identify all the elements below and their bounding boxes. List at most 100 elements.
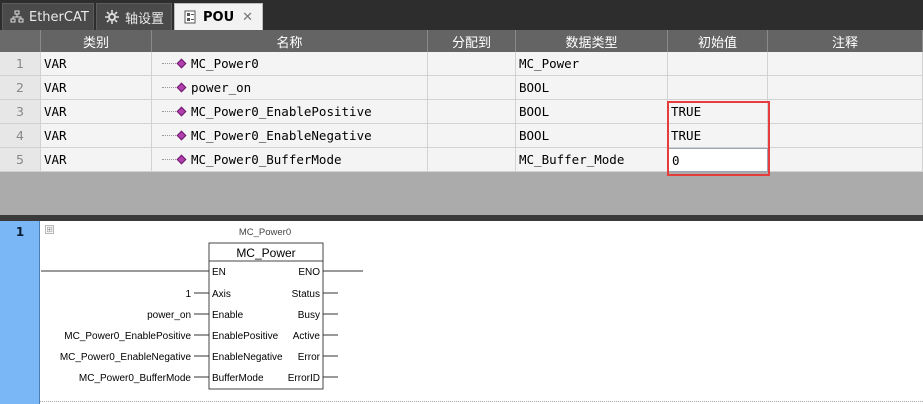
- network-icon: [10, 9, 24, 25]
- tab-label: EtherCAT: [29, 9, 89, 25]
- input-pin-enable: Enable: [212, 310, 244, 321]
- comment-cell[interactable]: [768, 100, 923, 124]
- datatype-cell[interactable]: BOOL: [516, 124, 668, 148]
- table-row[interactable]: 4 VAR MC_Power0_EnableNegative BOOL TRUE: [0, 124, 923, 148]
- header-rownum: [0, 30, 41, 52]
- category-cell[interactable]: VAR: [41, 76, 152, 100]
- table-row[interactable]: 1 VAR MC_Power0 MC_Power: [0, 52, 923, 76]
- input-value-buffermode[interactable]: MC_Power0_BufferMode: [79, 373, 192, 384]
- row-number: 2: [0, 76, 41, 100]
- initial-value-input[interactable]: 0: [668, 148, 768, 172]
- variable-icon: [176, 106, 187, 117]
- row-number: 4: [0, 124, 41, 148]
- variable-table-area: 类别 名称 分配到 数据类型 初始值 注释 1 VAR MC_Power0 MC…: [0, 30, 923, 216]
- comment-cell[interactable]: [768, 76, 923, 100]
- category-cell[interactable]: VAR: [41, 100, 152, 124]
- block-type-name: MC_Power: [236, 246, 295, 260]
- comment-cell[interactable]: [768, 52, 923, 76]
- input-pin-enablenegative: EnableNegative: [212, 352, 283, 363]
- tree-line: [162, 135, 176, 136]
- function-block-diagram: MC_Power0 MC_Power EN Axis Enable Enable…: [41, 227, 363, 390]
- rung-number: 1: [15, 225, 25, 239]
- variable-icon: [176, 58, 187, 69]
- table-row[interactable]: 3 VAR MC_Power0_EnablePositive BOOL TRUE: [0, 100, 923, 124]
- name-text: MC_Power0_BufferMode: [191, 152, 342, 167]
- name-cell[interactable]: MC_Power0: [152, 52, 428, 76]
- tab-label: POU: [203, 9, 235, 25]
- rung-number-bar[interactable]: 1: [0, 221, 40, 404]
- tab-ethercat[interactable]: EtherCAT: [2, 3, 94, 30]
- input-value-enablenegative[interactable]: MC_Power0_EnableNegative: [60, 352, 192, 363]
- name-cell[interactable]: MC_Power0_BufferMode: [152, 148, 428, 172]
- input-pin-buffermode: BufferMode: [212, 373, 264, 384]
- header-assign[interactable]: 分配到: [428, 30, 516, 52]
- ladder-editor[interactable]: 1 ⊞ MC_Power0 MC_Power EN Axis Enable En…: [0, 221, 923, 404]
- output-pin-errorid: ErrorID: [288, 373, 320, 384]
- initial-value-cell[interactable]: [668, 76, 768, 100]
- row-number: 3: [0, 100, 41, 124]
- name-text: MC_Power0_EnablePositive: [191, 104, 372, 119]
- header-name[interactable]: 名称: [152, 30, 428, 52]
- name-cell[interactable]: MC_Power0_EnablePositive: [152, 100, 428, 124]
- header-datatype[interactable]: 数据类型: [516, 30, 668, 52]
- highlight-box: [667, 101, 770, 176]
- variable-icon: [176, 82, 187, 93]
- output-pin-eno: ENO: [298, 267, 320, 278]
- tab-pou[interactable]: POU ✕: [174, 3, 263, 30]
- datatype-cell[interactable]: MC_Buffer_Mode: [516, 148, 668, 172]
- assign-cell[interactable]: [428, 100, 516, 124]
- input-value-axis[interactable]: 1: [185, 289, 191, 300]
- header-comment[interactable]: 注释: [768, 30, 923, 52]
- row-number: 5: [0, 148, 41, 172]
- assign-cell[interactable]: [428, 148, 516, 172]
- output-pin-busy: Busy: [298, 310, 320, 321]
- assign-cell[interactable]: [428, 76, 516, 100]
- header-category[interactable]: 类别: [41, 30, 152, 52]
- table-row[interactable]: 5 VAR MC_Power0_BufferMode MC_Buffer_Mod…: [0, 148, 923, 172]
- comment-cell[interactable]: [768, 148, 923, 172]
- input-value-enable[interactable]: power_on: [147, 310, 191, 321]
- tree-line: [162, 63, 176, 64]
- tree-line: [162, 87, 176, 88]
- input-pin-en: EN: [212, 267, 226, 278]
- tab-bar: EtherCAT 轴设置 POU ✕: [0, 0, 923, 30]
- output-pin-status: Status: [292, 289, 320, 300]
- datatype-cell[interactable]: BOOL: [516, 76, 668, 100]
- expand-icon[interactable]: ⊞: [45, 225, 54, 234]
- output-pin-active: Active: [293, 331, 321, 342]
- initial-value-cell[interactable]: TRUE: [668, 124, 768, 148]
- tab-label: 轴设置: [125, 11, 165, 27]
- input-pin-enablepositive: EnablePositive: [212, 331, 279, 342]
- initial-value-cell[interactable]: [668, 52, 768, 76]
- variable-icon: [176, 130, 187, 141]
- tab-axis-settings[interactable]: 轴设置: [96, 3, 172, 30]
- tree-line: [162, 159, 176, 160]
- splitter[interactable]: [0, 215, 923, 221]
- output-pin-error: Error: [298, 352, 321, 363]
- variable-icon: [176, 154, 187, 165]
- name-text: power_on: [191, 80, 252, 95]
- close-icon[interactable]: ✕: [242, 9, 254, 25]
- block-instance-name: MC_Power0: [239, 227, 291, 238]
- category-cell[interactable]: VAR: [41, 124, 152, 148]
- name-text: MC_Power0_EnableNegative: [191, 128, 372, 143]
- pou-icon: [182, 9, 198, 25]
- datatype-cell[interactable]: MC_Power: [516, 52, 668, 76]
- initial-value-cell[interactable]: TRUE: [668, 100, 768, 124]
- function-block[interactable]: [208, 242, 324, 390]
- category-cell[interactable]: VAR: [41, 52, 152, 76]
- assign-cell[interactable]: [428, 52, 516, 76]
- input-value-enablepositive[interactable]: MC_Power0_EnablePositive: [64, 331, 191, 342]
- assign-cell[interactable]: [428, 124, 516, 148]
- gear-icon: [104, 9, 120, 25]
- tree-line: [162, 111, 176, 112]
- name-text: MC_Power0: [191, 56, 259, 71]
- name-cell[interactable]: power_on: [152, 76, 428, 100]
- datatype-cell[interactable]: BOOL: [516, 100, 668, 124]
- input-pin-axis: Axis: [212, 289, 231, 300]
- comment-cell[interactable]: [768, 124, 923, 148]
- header-initial-value[interactable]: 初始值: [668, 30, 768, 52]
- category-cell[interactable]: VAR: [41, 148, 152, 172]
- name-cell[interactable]: MC_Power0_EnableNegative: [152, 124, 428, 148]
- table-row[interactable]: 2 VAR power_on BOOL: [0, 76, 923, 100]
